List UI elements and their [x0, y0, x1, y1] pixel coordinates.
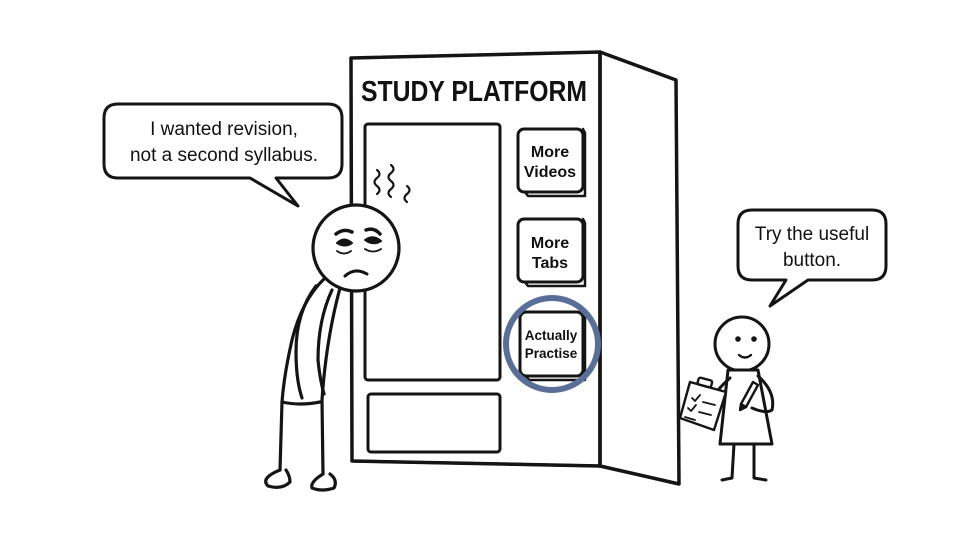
speech-left-line2: not a second syllabus. [130, 145, 318, 166]
vending-machine: STUDY PLATFORM More Videos More Tabs [349, 50, 681, 486]
button-label-line2: Practise [525, 346, 578, 361]
speech-bubble-left: I wanted revision, not a second syllabus… [102, 102, 344, 208]
clipboard-icon [678, 376, 728, 432]
speech-left-line1: I wanted revision, [150, 119, 298, 140]
machine-title: STUDY PLATFORM [361, 76, 587, 108]
button-label-line1: More [531, 144, 569, 161]
button-label-line2: Videos [524, 164, 576, 181]
button-label-line1: Actually [525, 328, 578, 343]
dispenser-slot [366, 392, 502, 454]
speech-right-line2: button. [783, 250, 841, 271]
highlight-circle [503, 295, 601, 393]
button-label-line2: Tabs [532, 255, 568, 272]
sad-student-figure [264, 203, 401, 492]
machine-button-more-tabs[interactable]: More Tabs [516, 217, 587, 288]
speech-bubble-right: Try the useful button. [736, 208, 888, 308]
helper-head [713, 315, 771, 373]
stress-squiggles-icon [373, 163, 411, 204]
student-head [311, 203, 401, 293]
speech-right-line1: Try the useful [755, 224, 869, 245]
button-label-line1: More [531, 235, 569, 252]
pencil-icon [738, 380, 760, 412]
machine-button-actually-practise[interactable]: Actually Practise [518, 310, 587, 382]
machine-button-more-videos[interactable]: More Videos [516, 127, 587, 198]
